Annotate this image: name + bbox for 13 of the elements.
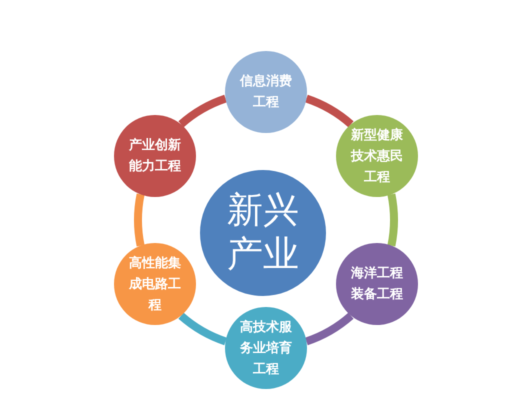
topic-circle: 高技术服务业培育工程 [225, 307, 307, 389]
ring-arc [305, 94, 354, 128]
ring-arc [134, 194, 145, 246]
center-circle: 新兴产业 [200, 170, 326, 296]
topic-circle: 新型健康技术惠民工程 [336, 115, 418, 197]
ring-arc [387, 194, 398, 246]
ring-arc [305, 312, 354, 346]
ring-arc [178, 94, 227, 128]
topic-circle: 高性能集成电路工程 [114, 243, 196, 325]
topic-circle: 海洋工程装备工程 [336, 243, 418, 325]
topic-circle: 信息消费工程 [225, 51, 307, 133]
topic-circle: 产业创新能力工程 [114, 115, 196, 197]
ring-arc [178, 312, 227, 346]
